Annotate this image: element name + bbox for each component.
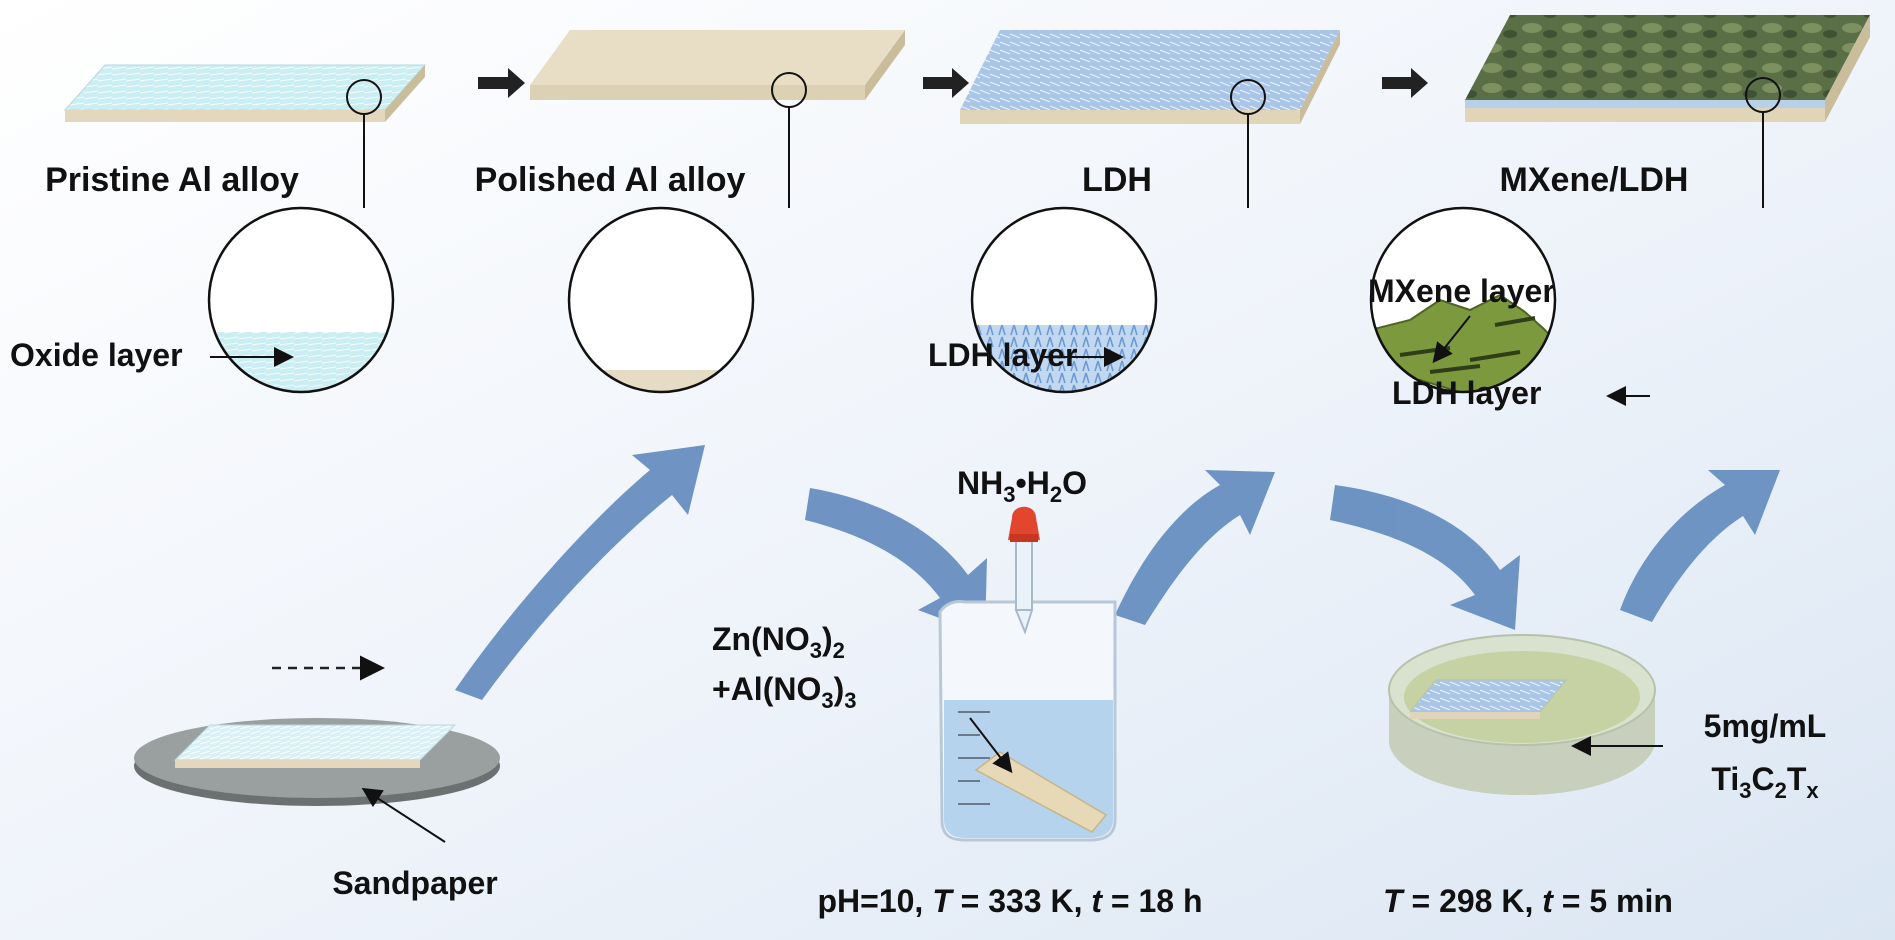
step-arrow-3 (1382, 68, 1428, 98)
stage-label-pristine: Pristine Al alloy (45, 161, 299, 199)
stage-label-polished: Polished Al alloy (475, 161, 746, 199)
sandpaper-pointer (361, 787, 446, 843)
step-arrow-1 (478, 68, 525, 98)
sandpaper-label: Sandpaper (332, 865, 497, 901)
sandpaper-disc (134, 718, 500, 806)
plate-pristine (63, 64, 427, 122)
magnifier-lines (346, 72, 1781, 208)
ldh-layer-label-stage3: LDH layer (928, 337, 1077, 373)
aluminum-nitrate-label: +Al(NO3)3 (712, 671, 857, 713)
mxene-layer-label: MXene layer (1368, 273, 1555, 309)
ti3c2tx-label: Ti3C2Tx (1711, 761, 1819, 803)
step-arrows (478, 68, 1428, 98)
zoom-circle-mxene-ldh (1369, 206, 1557, 394)
stage-label-mxene-ldh: MXene/LDH (1500, 161, 1689, 199)
petri-dish (1388, 634, 1656, 795)
dropper (1008, 506, 1040, 635)
ldh-layer-label-stage4: LDH layer (1392, 375, 1541, 411)
flow-arrows (455, 445, 1780, 700)
zoom-circle-ldh (970, 206, 1158, 394)
solution-pointer (969, 717, 1013, 774)
flow-arrow-beaker-to-ldh (1115, 470, 1275, 625)
concentration-label: 5mg/mL (1704, 708, 1827, 744)
plate-mxene-ldh (1465, 15, 1870, 122)
flow-arrow-sandpaper-to-polished (455, 445, 705, 700)
oxide-layer-label: Oxide layer (10, 337, 183, 373)
ammonia-label: NH3•H2O (957, 465, 1087, 507)
mxene-layer-pointer (1432, 315, 1471, 364)
ldh-conditions-label: pH=10, T = 333 K, t = 18 h (817, 883, 1202, 919)
zoom-circle-pristine (207, 206, 395, 394)
plate-polished (530, 30, 905, 100)
stage-label-ldh: LDH (1082, 161, 1152, 199)
step-arrow-2 (923, 68, 969, 98)
plate-ldh (960, 30, 1340, 124)
beaker (938, 600, 1117, 842)
flow-arrow-polished-to-beaker (805, 488, 987, 635)
mxene-conditions-label: T = 298 K, t = 5 min (1383, 883, 1673, 919)
flow-arrow-ldh-to-dish (1330, 485, 1520, 630)
zinc-nitrate-label: Zn(NO3)2 (712, 621, 845, 663)
flow-arrow-dish-to-mxene (1620, 470, 1780, 622)
